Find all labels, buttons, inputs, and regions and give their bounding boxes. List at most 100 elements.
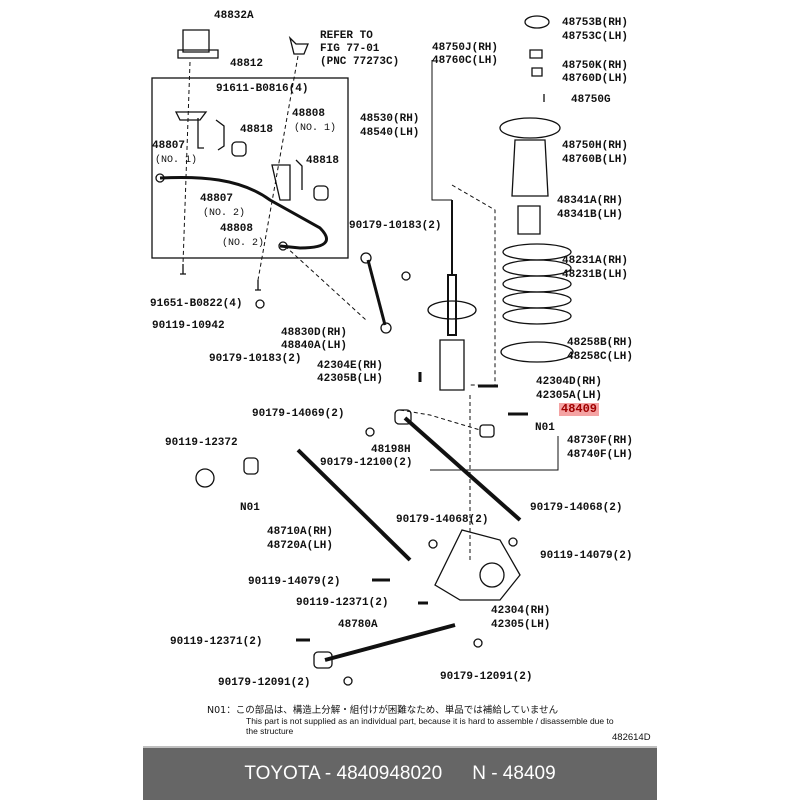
footer-reference: N - 48409	[472, 763, 556, 784]
part-label[interactable]: 90119-14079(2)	[248, 576, 341, 588]
bolts	[296, 578, 428, 642]
arm-bushing	[313, 651, 333, 669]
part-label[interactable]: 90119-10942	[152, 320, 225, 332]
part-label[interactable]: 42304E(RH)	[317, 360, 384, 372]
part-sublabel: (NO. 2)	[222, 238, 265, 249]
note-english: This part is not supplied as an individu…	[246, 716, 614, 736]
nut-90179-10183	[401, 271, 411, 281]
arm-bushing	[394, 409, 412, 425]
strut-rod-48710a	[296, 448, 412, 562]
part-label[interactable]: 48808	[220, 223, 254, 235]
part-label[interactable]: 90179-10183(2)	[349, 220, 442, 232]
part-label[interactable]: 42304D(RH)	[536, 376, 603, 388]
bump-stopper-48341	[517, 205, 541, 235]
part-label[interactable]: 48750K(RH)	[562, 60, 629, 72]
part-label[interactable]: 90179-10183(2)	[209, 353, 302, 365]
bracket-48807-no1	[174, 111, 208, 149]
n01-marker: N01	[240, 502, 260, 514]
part-label[interactable]: 90119-12372	[165, 437, 238, 449]
bolt-90119-10942	[255, 280, 261, 291]
part-label[interactable]: 48720A(LH)	[267, 540, 334, 552]
part-label[interactable]: 48231B(LH)	[562, 269, 629, 281]
part-label[interactable]: 48780A	[338, 619, 378, 631]
part-label[interactable]: 48540(LH)	[360, 127, 420, 139]
refer-note: REFER TO	[320, 30, 373, 42]
part-label[interactable]: 48818	[306, 155, 340, 167]
part-label[interactable]: 90119-12371(2)	[170, 636, 263, 648]
leader-48730f	[430, 436, 559, 471]
part-label[interactable]: 90119-14079(2)	[540, 550, 633, 562]
part-label[interactable]: 48807	[152, 140, 186, 152]
part-label[interactable]: 48750G	[571, 94, 611, 106]
knuckle-42304	[434, 529, 521, 601]
part-label[interactable]: 48808	[292, 108, 326, 120]
part-label[interactable]: 90179-14068(2)	[396, 514, 489, 526]
part-label[interactable]: 91651-B0822(4)	[150, 298, 243, 310]
part-label[interactable]: 90119-12371(2)	[296, 597, 389, 609]
part-label[interactable]: 48760C(LH)	[432, 55, 499, 67]
bolt-91651	[180, 264, 186, 275]
part-label[interactable]: 48760D(LH)	[562, 73, 629, 85]
nut-90179-10183	[255, 299, 265, 309]
stabilizer-link	[366, 259, 387, 326]
part-label[interactable]: 48341A(RH)	[557, 195, 624, 207]
part-label[interactable]: 48807	[200, 193, 234, 205]
part-label[interactable]: 48812	[230, 58, 264, 70]
part-label[interactable]: 48231A(RH)	[562, 255, 629, 267]
part-label[interactable]: 48818	[240, 124, 274, 136]
part-label[interactable]: 48750H(RH)	[562, 140, 629, 152]
part-label[interactable]: 90179-12091(2)	[440, 671, 533, 683]
part-label[interactable]: 42305(LH)	[491, 619, 551, 631]
stabilizer-bar	[159, 175, 328, 250]
part-label[interactable]: 48341B(LH)	[557, 209, 624, 221]
nut-90179-14068	[508, 537, 518, 547]
part-label[interactable]: 42305A(LH)	[536, 390, 603, 402]
insulator-48258	[500, 341, 574, 363]
part-label[interactable]: 48258B(RH)	[567, 337, 634, 349]
washer-90119-12372	[195, 468, 215, 488]
refer-note: (PNC 77273C)	[320, 56, 400, 68]
part-label[interactable]: 90179-14069(2)	[252, 408, 345, 420]
bracket-48808	[271, 159, 303, 201]
part-label[interactable]: 48830D(RH)	[281, 327, 348, 339]
lateral-arm-48780a	[324, 623, 456, 662]
highlighted-part-48409[interactable]: 48409	[559, 402, 600, 416]
part-label[interactable]: 42304(RH)	[491, 605, 551, 617]
nut-90179-12091	[473, 638, 483, 648]
dust-boot	[511, 139, 549, 197]
part-sublabel: (NO. 1)	[294, 123, 337, 134]
part-label[interactable]: 91611-B0816(4)	[216, 83, 309, 95]
part-label[interactable]: 48730F(RH)	[567, 435, 634, 447]
part-label[interactable]: 42305B(LH)	[317, 373, 384, 385]
part-label[interactable]: 48530(RH)	[360, 113, 420, 125]
part-label[interactable]: 48832A	[214, 10, 254, 22]
stabilizer-group-box	[151, 77, 349, 259]
bushing-48818	[313, 185, 329, 201]
nut-90179-14068	[428, 539, 438, 549]
part-label[interactable]: 48710A(RH)	[267, 526, 334, 538]
part-label[interactable]: 48753B(RH)	[562, 17, 629, 29]
part-label[interactable]: 48198H	[371, 444, 411, 456]
refer-note[interactable]: FIG 77-01	[320, 43, 380, 55]
part-label[interactable]: 90179-12091(2)	[218, 677, 311, 689]
cap-48753	[524, 15, 550, 29]
part-label[interactable]: 48753C(LH)	[562, 31, 629, 43]
nut-48750k	[529, 49, 543, 77]
part-label[interactable]: 48760B(LH)	[562, 154, 629, 166]
n01-marker: N01	[535, 422, 555, 434]
part-label[interactable]: 48840A(LH)	[281, 340, 348, 352]
part-label[interactable]: 48740F(LH)	[567, 449, 634, 461]
upper-mount-48750h	[499, 117, 561, 139]
part-label[interactable]: 90179-12100(2)	[320, 457, 413, 469]
part-label[interactable]: 48258C(LH)	[567, 351, 634, 363]
link-joint	[380, 322, 392, 334]
lateral-arm-48730f	[403, 416, 522, 522]
part-sublabel: (NO. 2)	[203, 208, 246, 219]
footer-bar: TOYOTA - 4840948020 N - 48409	[143, 748, 657, 800]
bracket-48832a	[177, 29, 219, 59]
bushing-48818	[231, 141, 247, 157]
part-label[interactable]: 48750J(RH)	[432, 42, 499, 54]
part-label[interactable]: 90179-14068(2)	[530, 502, 623, 514]
